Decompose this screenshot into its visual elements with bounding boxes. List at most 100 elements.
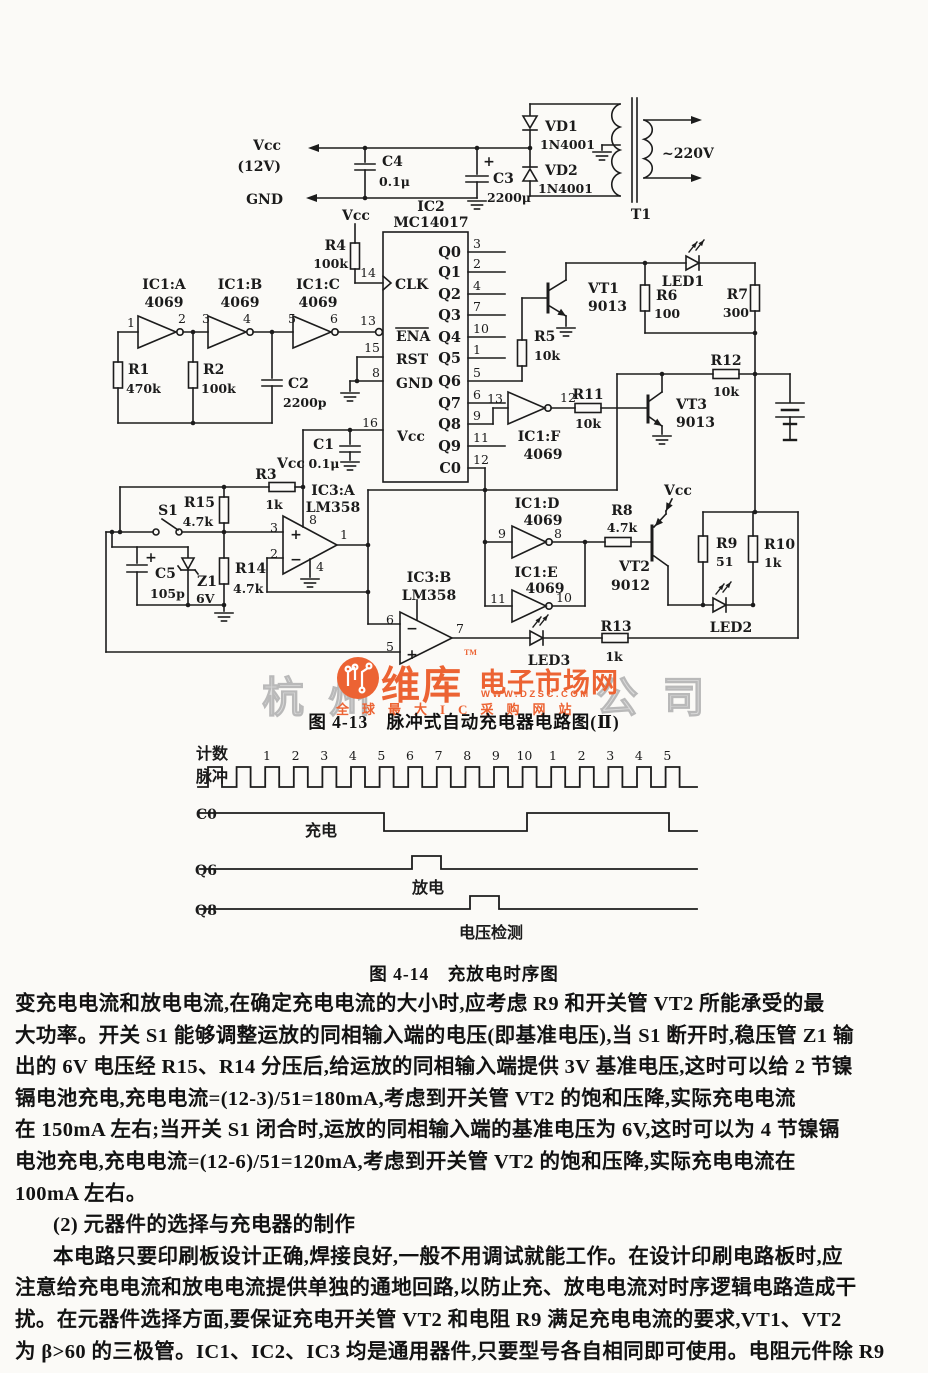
pin-6b: 6 xyxy=(386,612,394,627)
body-line: 大功率。开关 S1 能够调整运放的同相输入端的电压(即基准电压),当 S1 断开… xyxy=(15,1024,854,1047)
label-c2-value: 2200p xyxy=(283,395,327,410)
label-ic1e: IC1:E xyxy=(514,565,557,581)
resistor-r15 xyxy=(218,486,230,533)
capacitor-c1 xyxy=(339,429,361,471)
transistor-vt2 xyxy=(650,510,670,606)
timing-label-count: 计数 xyxy=(196,744,229,763)
pin-8a: 8 xyxy=(309,512,317,527)
label-vt1-type: 9013 xyxy=(588,299,627,315)
label-c3: C3 xyxy=(493,171,514,187)
label-ic3b-type: LM358 xyxy=(402,588,457,604)
count-tick: 2 xyxy=(578,748,586,763)
waveform-c0 xyxy=(199,812,698,832)
resistor-r7 xyxy=(749,262,761,334)
counter-ic2 xyxy=(302,231,523,491)
pin-15: 15 xyxy=(364,340,380,355)
label-ic2-type: MC14017 xyxy=(393,215,468,231)
label-vcc-c1: Vcc xyxy=(276,456,305,472)
waveform-q8 xyxy=(199,895,698,910)
label-ic1d-type: 4069 xyxy=(524,513,563,529)
label-r11: R11 xyxy=(572,387,603,403)
count-tick: 8 xyxy=(463,748,471,763)
pin-6: 6 xyxy=(330,311,338,326)
label-z1: Z1 xyxy=(197,574,217,590)
inverter-ic1f xyxy=(507,390,552,426)
label-q3: Q3 xyxy=(438,307,461,324)
led1 xyxy=(685,239,756,272)
pinnum-q2: 4 xyxy=(473,278,481,293)
resistor-r10 xyxy=(747,511,759,606)
label-r13-value: 1k xyxy=(605,649,623,664)
label-c3-plus: + xyxy=(483,154,495,170)
waveform-count-pulses xyxy=(197,766,698,788)
label-r1: R1 xyxy=(128,362,149,378)
resistor-r8 xyxy=(584,536,653,548)
capacitor-c3 xyxy=(465,147,489,210)
charge-indicator-section xyxy=(507,239,805,513)
label-vcc-r4: Vcc xyxy=(341,208,370,224)
opamp-b-plus: + xyxy=(406,647,418,663)
label-12v: (12V) xyxy=(237,159,281,175)
label-ic1b: IC1:B xyxy=(218,277,263,293)
timing-label-c0: C0 xyxy=(196,807,217,823)
pin-10e: 10 xyxy=(556,590,572,605)
label-c0-pin: C0 xyxy=(439,460,461,477)
label-ic1c-type: 4069 xyxy=(299,295,338,311)
inverter-ic1a xyxy=(137,314,185,350)
body-line: 出的 6V 电压经 R15、R14 分压后,给运放的同相输入端提供 3V 基准电… xyxy=(15,1056,853,1079)
count-tick: 9 xyxy=(492,748,500,763)
label-ic1b-type: 4069 xyxy=(221,295,260,311)
label-r6: R6 xyxy=(656,288,677,304)
opamp-a-minus: − xyxy=(290,552,302,568)
resistor-r5 xyxy=(516,297,547,382)
label-ic1c: IC1:C xyxy=(296,277,340,293)
label-ic1f: IC1:F xyxy=(518,429,561,445)
pin-16: 16 xyxy=(362,415,378,430)
label-r5-value: 10k xyxy=(534,348,560,363)
label-led2: LED2 xyxy=(710,620,752,636)
opamp-b-minus: − xyxy=(406,621,418,637)
count-tick: 4 xyxy=(349,748,357,763)
label-vt2-type: 9012 xyxy=(611,578,650,594)
pin-1: 1 xyxy=(127,315,135,330)
label-r7: R7 xyxy=(727,287,748,303)
label-c4: C4 xyxy=(382,154,403,170)
opamp-a-plus: + xyxy=(290,527,302,543)
label-ic3a-type: LM358 xyxy=(306,500,361,516)
circuit-schematic: Vcc (12V) GND C4 0.1μ + C3 2200μ VD1 1N4… xyxy=(105,97,805,942)
pin-3: 3 xyxy=(202,311,210,326)
resistor-r9 xyxy=(697,511,709,606)
count-tick: 3 xyxy=(606,748,614,763)
capacitor-c2 xyxy=(261,331,283,424)
label-led1: LED1 xyxy=(662,274,704,290)
count-tick: 7 xyxy=(435,748,443,763)
count-tick: 1 xyxy=(263,748,271,763)
label-q4: Q4 xyxy=(438,329,461,346)
pin-12f: 12 xyxy=(560,390,576,405)
pin-5: 5 xyxy=(288,311,296,326)
label-vd1: VD1 xyxy=(544,119,578,135)
label-r14-value: 4.7k xyxy=(233,581,264,596)
label-q8: Q8 xyxy=(438,416,461,433)
pin-11e: 11 xyxy=(490,591,506,606)
count-tick: 6 xyxy=(406,748,414,763)
body-line: 镉电池充电,充电电流=(12-3)/51=180mA,考虑到开关管 VT2 的饱… xyxy=(15,1087,796,1110)
body-line: 变充电电流和放电电流,在确定充电电流的大小时,应考虑 R9 和开关管 VT2 所… xyxy=(15,993,825,1015)
led3 xyxy=(529,614,603,647)
resistor-r2 xyxy=(187,331,199,424)
count-tick: 2 xyxy=(292,748,300,763)
count-tick: 10 xyxy=(516,748,532,763)
pin-5b: 5 xyxy=(386,639,394,654)
label-c5-plus: + xyxy=(145,550,157,566)
pin-7b: 7 xyxy=(456,621,464,636)
ic2-rst-gnd-wiring xyxy=(340,356,384,402)
count-tick: 5 xyxy=(377,748,385,763)
arrow-left-gnd xyxy=(306,194,317,202)
body-line: 本电路只要印刷板设计正确,焊接良好,一般不用调试就能工作。在设计印刷电路板时,应 xyxy=(53,1245,843,1268)
count-tick: 4 xyxy=(635,748,643,763)
label-ic1d: IC1:D xyxy=(515,496,560,512)
label-c5-value: 105p xyxy=(150,586,185,601)
waveform-q6 xyxy=(199,855,698,870)
label-r15: R15 xyxy=(184,495,215,511)
